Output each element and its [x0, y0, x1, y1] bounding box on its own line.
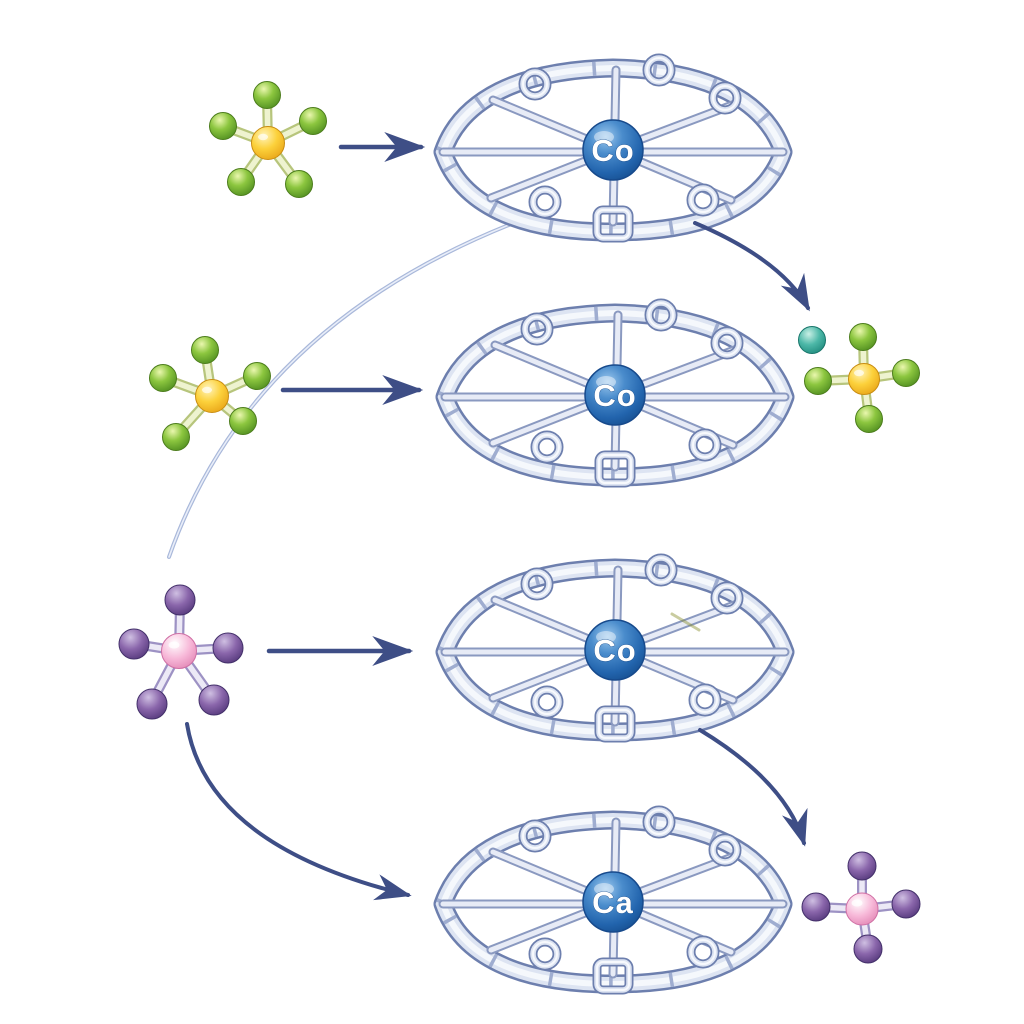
wheel-4-label: Ca [592, 885, 634, 920]
wheel-2-label: Co [593, 378, 636, 413]
arrow-curved-to-wheel-4 [185, 722, 412, 901]
ligand-sphere [118, 628, 150, 660]
wheel-1-label: Co [591, 133, 634, 168]
core-sphere-yellow [848, 363, 880, 395]
tether-curve [167, 214, 534, 559]
arrow-curved-release-top [693, 221, 810, 312]
guest-complex-middle [149, 336, 271, 451]
ligand-sphere [855, 405, 883, 433]
ligand-sphere [243, 362, 271, 390]
ligand-sphere [847, 851, 877, 881]
core-sphere-pink [845, 892, 879, 926]
ligand-sphere [227, 168, 255, 196]
ligand-sphere [229, 407, 257, 435]
ligand-sphere [801, 892, 831, 922]
wheel-3-label: Co [593, 633, 636, 668]
ligand-sphere [209, 112, 237, 140]
ligand-sphere [849, 323, 877, 351]
product-complex-top [804, 323, 920, 433]
ligand-sphere [804, 367, 832, 395]
ligand-sphere [162, 423, 190, 451]
ligand-sphere [164, 584, 196, 616]
core-sphere-yellow [195, 379, 229, 413]
ligand-sphere [285, 170, 313, 198]
product-complex-bottom [801, 851, 921, 964]
ligand-sphere [198, 684, 230, 716]
core-sphere-pink [161, 633, 197, 669]
released-ion [798, 326, 826, 354]
ligand-sphere [891, 889, 921, 919]
ligand-sphere [191, 336, 219, 364]
guest-complex-top [209, 81, 327, 198]
ligand-sphere [853, 934, 883, 964]
artifact-smudge [670, 612, 701, 632]
ligand-sphere [253, 81, 281, 109]
ligand-sphere [892, 359, 920, 387]
core-sphere-yellow [251, 126, 285, 160]
arrow-curved-release-bottom [698, 728, 808, 847]
guest-complex-bottom [118, 584, 244, 720]
ligand-sphere [212, 632, 244, 664]
ligand-sphere [299, 107, 327, 135]
ligand-sphere [136, 688, 168, 720]
ligand-sphere [149, 364, 177, 392]
